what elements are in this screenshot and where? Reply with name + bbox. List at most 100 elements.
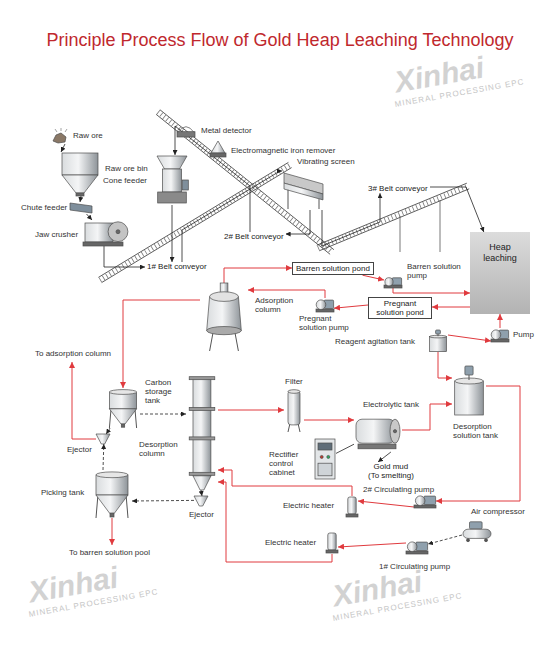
box-text: Pregnant solution pond xyxy=(372,299,428,317)
ejector-body xyxy=(96,434,110,444)
box-text: 3# Belt conveyor xyxy=(368,184,428,193)
pond-box: Barren solution pond xyxy=(292,262,374,275)
electrolytic-base xyxy=(358,444,396,449)
equipment-label: Filter xyxy=(284,377,304,386)
pump-volute xyxy=(415,496,425,506)
equipment-icon xyxy=(176,124,196,138)
equipment-label: Electric heater xyxy=(282,501,335,510)
remover-base xyxy=(210,153,226,157)
box-text: Barren solution pond xyxy=(296,264,370,273)
heater-base xyxy=(326,550,338,553)
equipment-label: Electrolytic tank xyxy=(362,400,420,409)
equipment-node: Air compressor xyxy=(462,520,492,542)
detector-arch xyxy=(178,127,194,133)
flow-line xyxy=(103,444,105,470)
heap-pile: Heap leaching xyxy=(470,232,530,314)
agitator-body xyxy=(430,337,447,352)
outlet-label: To adsorption column xyxy=(34,349,112,358)
equipment-icon xyxy=(406,540,428,554)
equipment-icon xyxy=(194,496,208,506)
flow-line xyxy=(132,500,194,502)
equipment-icon xyxy=(70,202,92,214)
equipment-label: Barren solution pump xyxy=(406,262,470,280)
equipment-icon xyxy=(106,388,140,428)
equipment-node: Chute feeder xyxy=(70,202,92,214)
conveyor-truss-web xyxy=(100,165,290,280)
compressor-wheel xyxy=(467,539,470,542)
equipment-label: Carbon storage tank xyxy=(144,378,184,406)
compressor-motor xyxy=(470,522,483,529)
ore-spark xyxy=(55,129,57,132)
equipment-label: Vibrating screen xyxy=(296,157,356,166)
equipment-node: Rectifier control cabinet xyxy=(314,438,336,480)
pump-volute xyxy=(385,278,393,286)
equipment-node: Adsorption column xyxy=(200,283,248,351)
equipment-icon xyxy=(384,276,402,288)
heater-base xyxy=(346,514,358,517)
conveyor-truss-web xyxy=(318,186,468,248)
equipment-node: Pregnant solution pump xyxy=(316,298,334,312)
equipment-icon xyxy=(428,330,448,352)
equipment-icon xyxy=(60,152,100,196)
equipment-node: Jaw crusher xyxy=(82,220,126,246)
column-bottom xyxy=(207,327,242,335)
agitator-shaft xyxy=(469,375,470,380)
cabinet-panel xyxy=(318,443,332,450)
pump-volute xyxy=(491,330,501,340)
flow-line xyxy=(500,314,501,328)
tank-cone xyxy=(109,409,136,424)
equipment-icon xyxy=(210,140,226,158)
flow-line xyxy=(336,444,354,453)
equipment-icon xyxy=(462,520,492,542)
equipment-icon xyxy=(96,434,110,444)
equipment-label: Jaw crusher xyxy=(34,230,79,239)
equipment-node: 1# Circulating pump xyxy=(406,540,428,554)
bin-outlet xyxy=(76,193,84,196)
equipment-icon xyxy=(314,438,336,480)
equipment-node: Metal detector xyxy=(176,124,196,138)
equipment-icon xyxy=(155,155,189,205)
tank-top xyxy=(96,472,128,478)
equipment-node: Raw ore bin xyxy=(60,152,100,196)
column-body xyxy=(193,378,211,476)
flow-line xyxy=(334,305,368,308)
cone-base xyxy=(158,192,187,203)
conveyor-truss xyxy=(98,162,288,277)
flow-line xyxy=(393,288,470,293)
equipment-label: Metal detector xyxy=(200,126,253,135)
equipment-node: Carbon storage tank xyxy=(106,388,140,428)
flow-line xyxy=(80,196,81,202)
screen-deck xyxy=(284,183,323,200)
flow-line xyxy=(175,126,250,232)
remover-cone xyxy=(211,141,225,153)
equipment-icon xyxy=(491,328,509,342)
electrolytic-body xyxy=(356,419,395,443)
diagram-title: Principle Process Flow of Gold Heap Leac… xyxy=(0,30,560,51)
flow-line xyxy=(172,205,173,262)
equipment-node: Raw ore xyxy=(52,128,70,144)
flow-line xyxy=(286,210,310,234)
label-box: Gold mud(To smelting) xyxy=(366,462,416,480)
equipment-node: Reagent agitation tank xyxy=(428,330,448,352)
equipment-node: Electrolytic tank xyxy=(354,412,402,452)
flow-line xyxy=(430,187,484,232)
cone-body xyxy=(163,169,182,192)
equipment-label: Chute feeder xyxy=(20,203,68,212)
outlet-label: To barren solution pool xyxy=(68,548,151,557)
equipment-icon xyxy=(82,220,126,246)
equipment-node: Ejector xyxy=(194,496,208,506)
column-flange xyxy=(189,472,215,475)
equipment-label: Pump xyxy=(512,330,535,339)
equipment-label: Raw ore bin xyxy=(104,164,149,173)
flow-line xyxy=(322,193,380,246)
outlet-arrow xyxy=(72,362,96,439)
compressor-tank xyxy=(463,529,491,538)
equipment-icon xyxy=(52,128,70,144)
ore-rock xyxy=(53,133,66,143)
cabinet-door xyxy=(318,463,332,476)
bin-hopper xyxy=(62,175,98,193)
conveyor-leg xyxy=(400,216,401,252)
equipment-label: Desorption column xyxy=(138,440,186,458)
flow-line xyxy=(358,501,414,507)
flow-line xyxy=(61,144,65,152)
